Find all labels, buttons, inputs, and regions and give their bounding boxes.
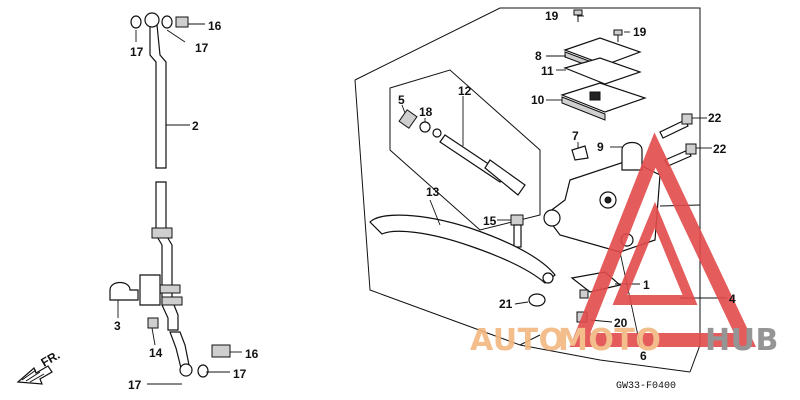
hose-clamp [109, 281, 139, 301]
callout-14: 14 [149, 346, 163, 360]
callout-1: 1 [643, 278, 650, 292]
callout-2: 2 [192, 119, 199, 133]
pivot-bolt-15 [510, 214, 524, 248]
callout-10: 10 [531, 93, 545, 107]
watermark: AUTO MOTO HUB [470, 132, 779, 358]
clip-7 [571, 145, 589, 161]
front-direction-marker: FR. [16, 348, 63, 385]
reservoir-cap-group [560, 37, 647, 121]
callout-16: 16 [245, 347, 259, 361]
holder-9 [621, 141, 643, 171]
callout-17: 17 [233, 367, 247, 381]
brake-hose [109, 12, 231, 378]
diagram-code: GW33-F0400 [616, 381, 676, 392]
bolts-22 [659, 113, 697, 167]
callout-labels: 17 17 16 2 3 14 16 17 17 19 19 8 11 10 1… [114, 9, 736, 392]
hose-fitting-mid [159, 284, 181, 294]
callout-19: 19 [633, 25, 647, 39]
hose-bracket [139, 274, 161, 306]
watermark-text-auto: AUTO [470, 323, 565, 358]
washer-17b-shape [161, 15, 173, 29]
callout-12: 12 [458, 84, 472, 98]
callout-8: 8 [535, 49, 542, 63]
callout-22: 22 [708, 111, 722, 125]
front-label: FR. [39, 348, 63, 370]
hose-fitting-upper [151, 227, 173, 239]
callout-7: 7 [572, 129, 579, 143]
piston-set-box [389, 69, 541, 231]
watermark-triangle [569, 132, 757, 347]
callout-5: 5 [398, 93, 405, 107]
callout-11: 11 [541, 64, 554, 78]
washer-17a-shape [130, 15, 142, 29]
piston-parts [398, 109, 526, 196]
callout-22: 22 [713, 142, 727, 156]
callout-6: 6 [640, 349, 647, 363]
bolt-16-lower-shape [211, 344, 231, 358]
callout-13: 13 [426, 185, 440, 199]
callout-17: 17 [130, 45, 144, 59]
callout-17: 17 [128, 378, 142, 392]
banjo-fitting-upper [144, 12, 160, 28]
callout-21: 21 [499, 297, 513, 311]
watermark-text-hub: HUB [705, 323, 779, 358]
bolt-14-shape [147, 317, 159, 329]
watermark-text-moto: MOTO [558, 323, 661, 358]
callout-16: 16 [208, 19, 222, 33]
brake-lever [369, 214, 556, 284]
callout-15: 15 [483, 214, 497, 228]
banjo-fitting-lower [179, 363, 193, 377]
bolt-16-upper-shape [175, 16, 189, 28]
nut-21 [528, 293, 546, 307]
callout-17: 17 [195, 41, 209, 55]
washer-17d-shape [197, 364, 209, 378]
callout-9: 9 [597, 140, 604, 154]
callout-4: 4 [729, 292, 736, 306]
callout-3: 3 [114, 319, 121, 333]
callout-18: 18 [419, 105, 433, 119]
screws-19 [573, 9, 623, 42]
callout-19: 19 [545, 9, 559, 23]
callout-20: 20 [614, 316, 628, 330]
